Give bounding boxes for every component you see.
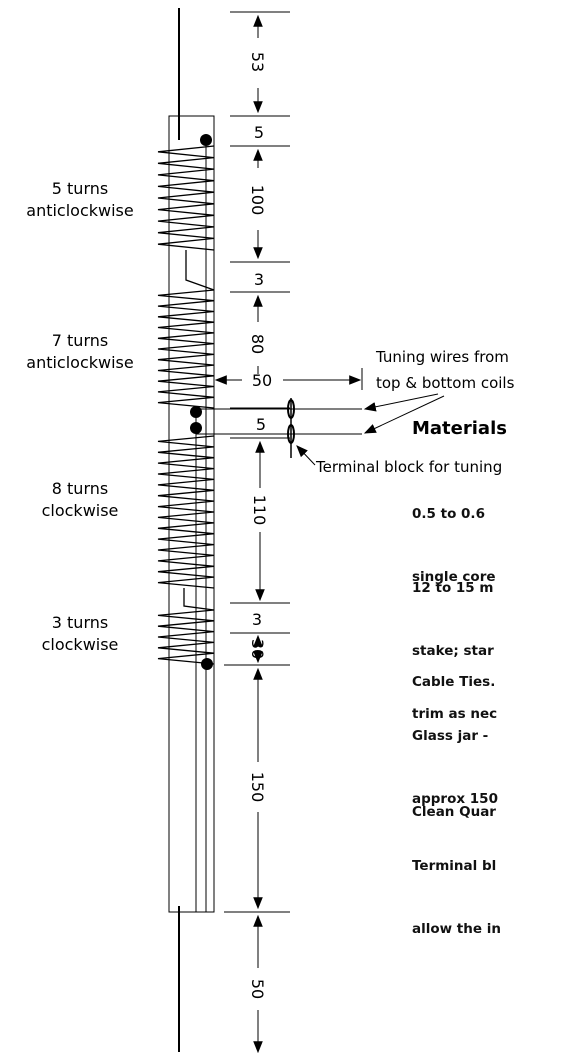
material-item-2-line-1: 12 to 15 m: [412, 580, 494, 596]
coil-winding-2: [157, 289, 215, 409]
material-item-2-line-2: stake; star: [412, 643, 494, 659]
dim-gap-3: 3: [252, 610, 262, 629]
dim-lower-section: 150: [248, 772, 267, 803]
coil-windings: [157, 145, 215, 665]
dim-coil-1: 100: [248, 185, 267, 216]
material-item-4: Glass jar - approx 150: [412, 684, 566, 831]
terminal-arrow: [296, 445, 316, 466]
coil-label-4: 3 turns clockwise: [0, 612, 160, 656]
dim-width: 50: [252, 371, 272, 390]
material-item-2: 12 to 15 m stake; star trim as nec: [412, 536, 566, 746]
coil-winding-4: [157, 609, 215, 665]
dim-coil-3: 110: [250, 495, 269, 526]
dim-gap-tuning: 5: [256, 415, 266, 434]
material-item-5: Clean Quar: [412, 760, 566, 844]
coil-label-3-turns: 8 turns: [51, 479, 109, 498]
coil-step-3: [183, 588, 215, 611]
connection-dot-bottom: [201, 658, 213, 670]
coil-label-2: 7 turns anticlockwise: [0, 330, 160, 374]
material-item-6-line-1: Terminal bl: [412, 858, 497, 874]
coil-label-4-direction: clockwise: [41, 635, 119, 654]
tuning-arrow-2: [363, 395, 445, 434]
coil-label-2-turns: 7 turns: [51, 331, 109, 350]
coil-winding-1: [157, 145, 215, 251]
coil-label-1-direction: anticlockwise: [26, 201, 134, 220]
connection-dot-tuning-lower: [190, 422, 202, 434]
coil-label-1-turns: 5 turns: [51, 179, 109, 198]
material-item-4-line-1: Glass jar -: [412, 728, 489, 744]
coil-winding-3: [157, 435, 215, 589]
dim-coil-4: 30: [248, 639, 267, 659]
material-item-1-line-2: single core: [412, 569, 496, 585]
terminal-block-note: Terminal block for tuning: [316, 458, 503, 476]
material-item-3: Cable Ties.: [412, 630, 566, 714]
dim-top-wire: 53: [248, 52, 267, 72]
material-item-1-line-1: 0.5 to 0.6: [412, 506, 485, 522]
tuning-wires-note-line-1: Tuning wires from: [376, 348, 509, 366]
connection-dot-tuning-upper: [190, 406, 202, 418]
dim-gap-top: 5: [254, 123, 264, 142]
tuning-wires-note: Tuning wires from top & bottom coils: [376, 344, 514, 396]
coil-former-tube: [168, 115, 215, 913]
material-item-3-line-1: Cable Ties.: [412, 674, 496, 690]
connection-dot-top: [200, 134, 212, 146]
coil-label-4-turns: 3 turns: [51, 613, 109, 632]
dimension-extension-lines: [224, 11, 290, 913]
material-item-4-line-2: approx 150: [412, 791, 498, 807]
dim-gap-1: 3: [254, 270, 264, 289]
dim-coil-2: 80: [248, 334, 267, 354]
tuning-wires-note-line-2: top & bottom coils: [376, 374, 515, 392]
coil-label-3: 8 turns clockwise: [0, 478, 160, 522]
coil-label-2-direction: anticlockwise: [26, 353, 134, 372]
tuning-arrow-1: [363, 393, 439, 412]
material-item-6: Terminal bl allow the in: [412, 814, 566, 961]
materials-title: Materials: [412, 418, 507, 439]
material-item-5-line-1: Clean Quar: [412, 804, 496, 820]
material-item-1: 0.5 to 0.6 single core: [412, 462, 566, 609]
material-item-2-line-3: trim as nec: [412, 706, 498, 722]
dim-bottom-wire: 50: [248, 979, 267, 999]
coil-label-3-direction: clockwise: [41, 501, 119, 520]
material-item-6-line-2: allow the in: [412, 921, 501, 937]
coil-label-1: 5 turns anticlockwise: [0, 178, 160, 222]
coil-step-1: [185, 250, 215, 291]
